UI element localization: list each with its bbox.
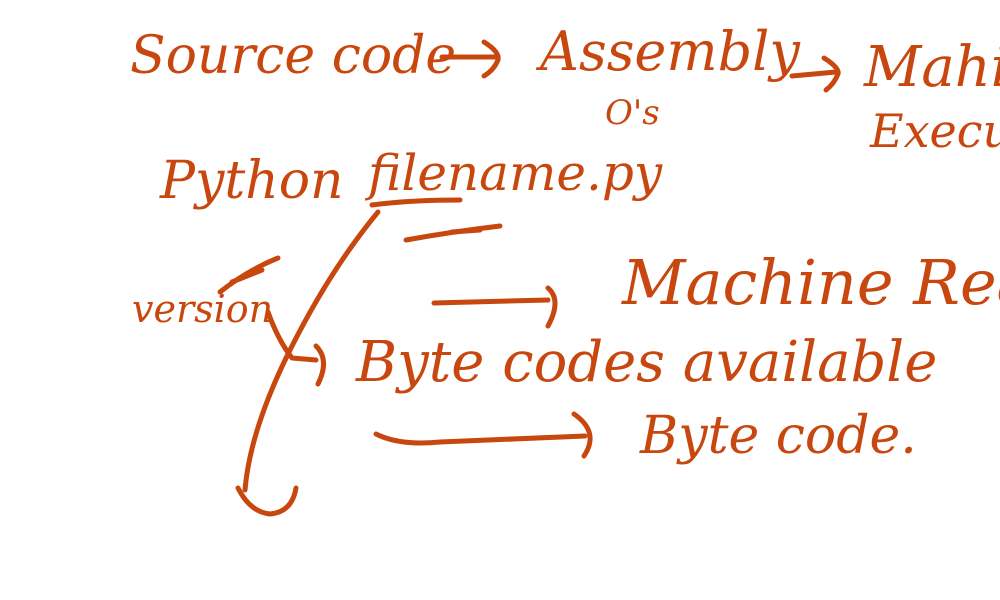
note-byte-codes-available: Byte codes available xyxy=(356,330,938,395)
note-byte-code: Byte code. xyxy=(640,406,917,466)
filename-underline xyxy=(369,197,463,208)
version-arrowhead xyxy=(313,343,326,387)
dash-small xyxy=(449,227,483,235)
note-filename: filename.py xyxy=(368,144,663,202)
note-python: Python xyxy=(160,151,344,211)
version-arrow-tail xyxy=(229,267,265,285)
arrowhead-assembly-to-machine xyxy=(821,55,841,93)
arrowhead-source-to-assembly xyxy=(481,39,501,79)
note-assembly: Assembly xyxy=(540,20,800,83)
long-curve-from-filename xyxy=(242,209,381,493)
note-machine: Mahi xyxy=(864,35,1000,100)
bottom-hook xyxy=(235,485,299,517)
note-machine-readable: Machine Reada xyxy=(622,246,1000,319)
note-os: O's xyxy=(605,93,660,133)
arrow-to-machine-readable xyxy=(431,297,551,306)
arrowhead-byte-code xyxy=(571,411,593,459)
note-version: version xyxy=(132,287,274,331)
version-arrow-up xyxy=(217,255,281,295)
arrow-to-byte-code xyxy=(373,431,588,446)
note-source-code: Source code xyxy=(130,26,457,86)
arrow-assembly-to-machine xyxy=(789,69,839,79)
arrowhead-machine-readable xyxy=(545,285,558,329)
version-curve xyxy=(265,309,319,363)
note-executable: Execu xyxy=(870,104,1000,158)
